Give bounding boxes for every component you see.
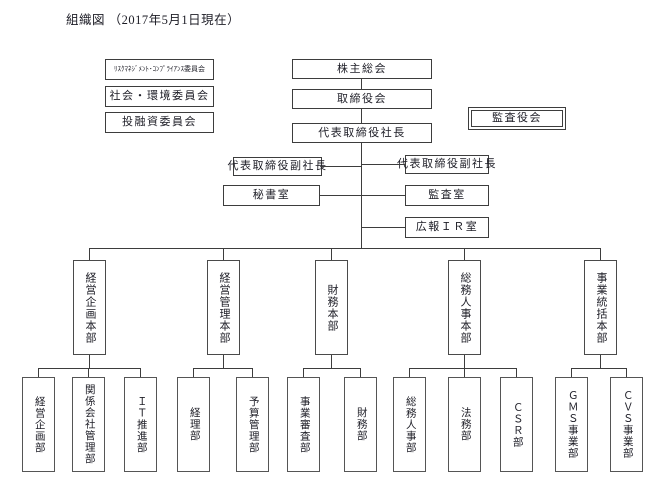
node-dept-gms-business: ＧＭＳ事業部: [555, 377, 588, 472]
node-dept-finance: 財務部: [344, 377, 377, 472]
node-pr-ir-office: 広報ＩＲ室: [405, 217, 489, 238]
node-hq-management-admin: 経営管理本部: [207, 260, 240, 355]
connector: [89, 355, 90, 368]
node-audit-office: 監査室: [405, 185, 489, 206]
node-vice-president-left: 代表取締役副社長: [228, 157, 326, 176]
node-dept-general-affairs-hr: 総務人事部: [393, 377, 426, 472]
connector: [600, 248, 601, 260]
node-dept-legal: 法務部: [448, 377, 481, 472]
node-hq-management-planning: 経営企画本部: [73, 260, 106, 355]
node-dept-management-planning: 経営企画部: [22, 377, 55, 472]
connector: [223, 248, 224, 260]
connector: [361, 227, 405, 228]
connector: [361, 195, 405, 196]
connector: [464, 368, 465, 377]
connector: [303, 368, 361, 369]
connector: [464, 355, 465, 368]
connector: [303, 368, 304, 377]
node-hq-business-supervision: 事業統括本部: [584, 260, 617, 355]
connector: [626, 368, 627, 377]
connector: [38, 368, 39, 377]
node-president: 代表取締役社長: [292, 123, 432, 143]
connector: [361, 109, 362, 123]
connector: [360, 368, 361, 377]
connector: [320, 195, 361, 196]
connector: [409, 368, 517, 369]
connector: [223, 355, 224, 368]
connector: [571, 368, 627, 369]
node-dept-accounting: 経理部: [177, 377, 210, 472]
node-investment-loan-committee: 投融資委員会: [105, 112, 214, 133]
connector: [464, 248, 465, 260]
node-audit-board: 監査役会: [468, 107, 566, 130]
connector: [571, 368, 572, 377]
node-risk-compliance-committee: ﾘｽｸﾏﾈｼﾞﾒﾝﾄ･ｺﾝﾌﾟﾗｲｱﾝｽ委員会: [105, 59, 214, 80]
node-audit-board-label: 監査役会: [471, 110, 563, 127]
connector: [361, 164, 405, 165]
connector: [140, 368, 141, 377]
node-dept-budget-management: 予算管理部: [236, 377, 269, 472]
node-hq-finance: 財務本部: [315, 260, 348, 355]
node-dept-csr: ＣＳＲ部: [500, 377, 533, 472]
connector: [193, 368, 194, 377]
connector: [38, 368, 141, 369]
connector: [193, 368, 253, 369]
node-vice-president-right: 代表取締役副社長: [397, 155, 496, 174]
connector: [361, 79, 362, 89]
node-dept-cvs-business: ＣＶＳ事業部: [610, 377, 643, 472]
node-hq-general-affairs-hr: 総務人事本部: [448, 260, 481, 355]
node-shareholders-meeting: 株主総会: [292, 59, 432, 79]
connector: [600, 355, 601, 368]
node-secretary-office: 秘書室: [223, 185, 320, 206]
node-dept-business-review: 事業審査部: [287, 377, 320, 472]
connector: [516, 368, 517, 377]
connector: [361, 143, 362, 249]
connector: [89, 248, 90, 260]
node-dept-affiliated-companies: 関係会社管理部: [72, 377, 105, 472]
connector: [89, 248, 601, 249]
page-title: 組織図 （2017年5月1日現在）: [66, 13, 241, 27]
node-board-of-directors: 取締役会: [292, 89, 432, 109]
connector: [252, 368, 253, 377]
connector: [322, 166, 361, 167]
connector: [88, 368, 89, 377]
node-social-environment-committee: 社会・環境委員会: [105, 86, 214, 107]
connector: [409, 368, 410, 377]
node-dept-it-promotion: ＩＴ推進部: [124, 377, 157, 472]
connector: [331, 355, 332, 368]
connector: [331, 248, 332, 260]
